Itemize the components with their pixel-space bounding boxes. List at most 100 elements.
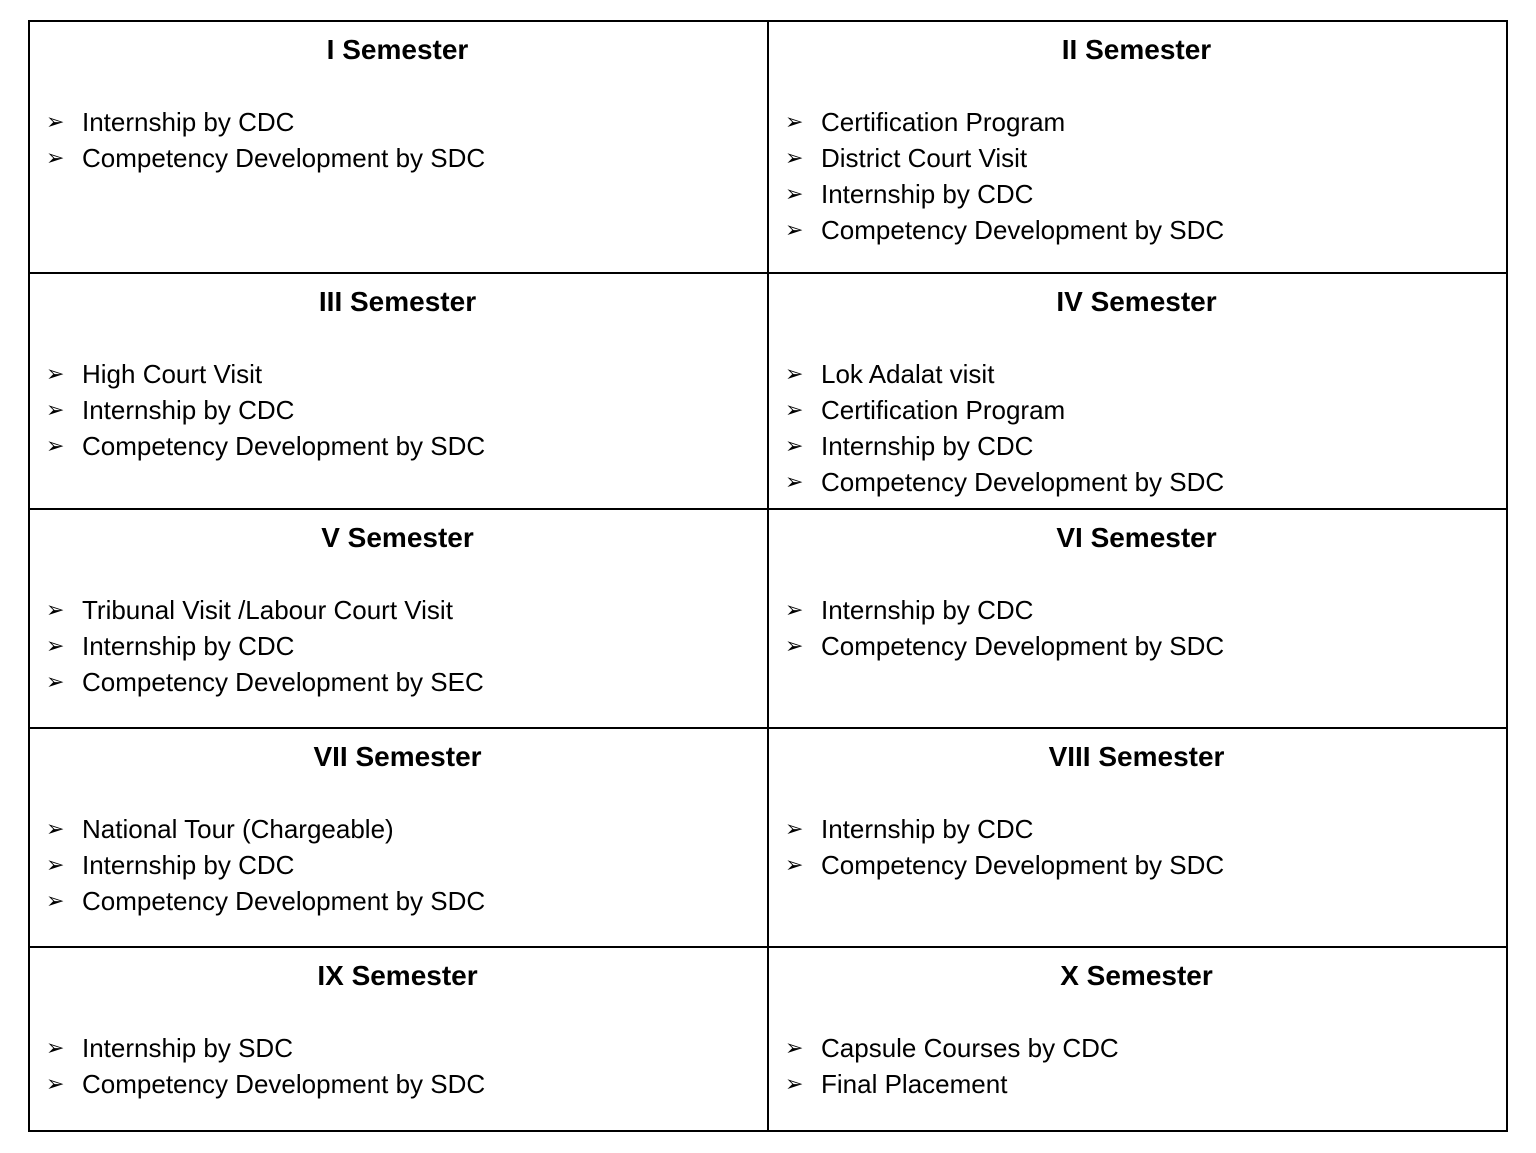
arrowhead-bullet-icon: ➢ (46, 397, 65, 422)
activity-label: Internship by CDC (821, 431, 1034, 461)
arrowhead-bullet-icon: ➢ (785, 109, 804, 134)
semester-activity-list: ➢ Internship by CDC ➢ Competency Developmen… (46, 104, 749, 176)
activity-item: ➢ Competency Development by SDC (46, 140, 749, 176)
semester-title: IX Semester (317, 960, 478, 991)
activity-label: District Court Visit (821, 143, 1028, 173)
arrowhead-bullet-icon: ➢ (46, 433, 65, 458)
activity-item: ➢ Internship by CDC (785, 811, 1488, 847)
semester-cell-6: VI Semester ➢ Internship by CDC➢Competenc… (767, 508, 1508, 729)
activity-item: ➢ Competency Development by SDC (46, 428, 749, 464)
activity-label: Capsule Courses by CDC (821, 1033, 1119, 1063)
semester-activity-list: ➢Lok Adalat visit➢Certification Program➢… (785, 356, 1488, 500)
arrowhead-bullet-icon: ➢ (46, 145, 65, 170)
activity-label: Competency Development by SDC (821, 850, 1225, 880)
activity-item: ➢ Competency Development by SDC (46, 1066, 749, 1102)
activity-label: Competency Development by SEC (82, 667, 484, 697)
semester-activity-list: ➢High Court Visit➢Internship by CDC➢Comp… (46, 356, 749, 464)
semester-activity-list: ➢ Capsule Courses by CDC ➢ Final Placement (785, 1030, 1488, 1102)
arrowhead-bullet-icon: ➢ (785, 816, 804, 841)
table-row: IX Semester ➢ Internship by SDC ➢ Competenc… (28, 946, 1508, 1132)
semester-cell-10: X Semester ➢ Capsule Courses by CDC ➢ Final… (767, 946, 1508, 1132)
activity-label: Competency Development by SDC (82, 143, 486, 173)
semester-cell-3: III Semester ➢High Court Visit➢Internshi… (28, 272, 769, 510)
activity-item: ➢ Competency Development by SDC (785, 847, 1488, 883)
arrowhead-bullet-icon: ➢ (785, 145, 804, 170)
activity-item: ➢ Internship by CDC (46, 104, 749, 140)
activity-item: ➢Competency Development by SDC (785, 628, 1488, 664)
activity-item: ➢ Competency Development by SDC (46, 883, 749, 919)
activity-item: ➢ Lok Adalat visit (785, 356, 1488, 392)
arrowhead-bullet-icon: ➢ (785, 397, 804, 422)
semester-activity-list: ➢ Internship by CDC➢Competency Developmen… (785, 592, 1488, 664)
activity-item: ➢ Certification Program (785, 104, 1488, 140)
activity-label: Internship by CDC (821, 814, 1034, 844)
activity-item: ➢ Competency Development by SEC (46, 664, 749, 700)
arrowhead-bullet-icon: ➢ (46, 361, 65, 386)
semester-cell-7: VII Semester ➢National Tour (Chargeable)… (28, 727, 769, 948)
activity-label: Competency Development by SDC (821, 215, 1225, 245)
arrowhead-bullet-icon: ➢ (785, 1071, 804, 1096)
table-row: III Semester ➢High Court Visit➢Internshi… (28, 272, 1508, 510)
activity-label: Certification Program (821, 107, 1066, 137)
semester-activities-table: I Semester ➢ Internship by CDC ➢ Competency… (28, 20, 1508, 1132)
activity-item: ➢Internship by CDC (46, 628, 749, 664)
semester-title: I Semester (326, 34, 469, 65)
semester-title: VIII Semester (1048, 741, 1225, 772)
semester-title: VI Semester (1056, 522, 1217, 553)
table-row: VII Semester ➢National Tour (Chargeable)… (28, 727, 1508, 948)
activity-label: Competency Development by SDC (821, 467, 1225, 497)
activity-label: Competency Development by SDC (82, 886, 486, 916)
activity-item: ➢Internship by CDC (46, 847, 749, 883)
activity-item: ➢ Internship by CDC (785, 592, 1488, 628)
semester-activity-list: ➢ Internship by CDC ➢ Competency Developmen… (785, 811, 1488, 883)
semester-cell-2: II Semester ➢ Certification Program ➢ Distr… (767, 20, 1508, 274)
activity-item: ➢ Tribunal Visit /Labour Court Visit (46, 592, 749, 628)
activity-label: Competency Development by SDC (82, 431, 486, 461)
semester-cell-8: VIII Semester ➢ Internship by CDC ➢ Compete… (767, 727, 1508, 948)
arrowhead-bullet-icon: ➢ (46, 1071, 65, 1096)
activity-label: Internship by CDC (82, 107, 295, 137)
activity-label: Internship by SDC (82, 1033, 293, 1063)
arrowhead-bullet-icon: ➢ (785, 597, 804, 622)
activity-item: ➢ Capsule Courses by CDC (785, 1030, 1488, 1066)
arrowhead-bullet-icon: ➢ (785, 181, 804, 206)
document-page: I Semester ➢ Internship by CDC ➢ Competency… (0, 20, 1536, 1153)
activity-item: ➢ District Court Visit (785, 140, 1488, 176)
activity-item: ➢Competency Development by SDC (785, 464, 1488, 500)
activity-item: ➢ Final Placement (785, 1066, 1488, 1102)
semester-activity-list: ➢ Internship by SDC ➢ Competency Developmen… (46, 1030, 749, 1102)
arrowhead-bullet-icon: ➢ (46, 109, 65, 134)
semester-cell-1: I Semester ➢ Internship by CDC ➢ Competency… (28, 20, 769, 274)
semester-title: II Semester (1061, 34, 1212, 65)
activity-label: Final Placement (821, 1069, 1008, 1099)
arrowhead-bullet-icon: ➢ (46, 669, 65, 694)
activity-label: Internship by CDC (821, 179, 1034, 209)
activity-label: Internship by CDC (821, 595, 1034, 625)
arrowhead-bullet-icon: ➢ (785, 1035, 804, 1060)
arrowhead-bullet-icon: ➢ (46, 597, 65, 622)
activity-item: ➢ Internship by SDC (46, 1030, 749, 1066)
activity-item: ➢National Tour (Chargeable) (46, 811, 749, 847)
arrowhead-bullet-icon: ➢ (785, 852, 804, 877)
arrowhead-bullet-icon: ➢ (785, 361, 804, 386)
semester-title: X Semester (1060, 960, 1213, 991)
semester-cell-9: IX Semester ➢ Internship by SDC ➢ Competenc… (28, 946, 769, 1132)
arrowhead-bullet-icon: ➢ (46, 633, 65, 658)
semester-activity-list: ➢ Tribunal Visit /Labour Court Visit➢Inte… (46, 592, 749, 700)
activity-label: Competency Development by SDC (82, 1069, 486, 1099)
arrowhead-bullet-icon: ➢ (46, 888, 65, 913)
activity-label: Lok Adalat visit (821, 359, 995, 389)
activity-item: ➢Internship by CDC (785, 428, 1488, 464)
semester-title: V Semester (321, 522, 474, 553)
arrowhead-bullet-icon: ➢ (46, 1035, 65, 1060)
activity-label: Certification Program (821, 395, 1066, 425)
arrowhead-bullet-icon: ➢ (46, 816, 65, 841)
activity-label: Competency Development by SDC (821, 631, 1225, 661)
activity-item: ➢ Internship by CDC (785, 176, 1488, 212)
activity-label: Tribunal Visit /Labour Court Visit (82, 595, 453, 625)
activity-item: ➢High Court Visit (46, 356, 749, 392)
semester-activity-list: ➢National Tour (Chargeable)➢Internship b… (46, 811, 749, 919)
semester-cell-4: IV Semester ➢Lok Adalat visit➢Certificat… (767, 272, 1508, 510)
arrowhead-bullet-icon: ➢ (785, 217, 804, 242)
semester-title: III Semester (318, 286, 477, 317)
